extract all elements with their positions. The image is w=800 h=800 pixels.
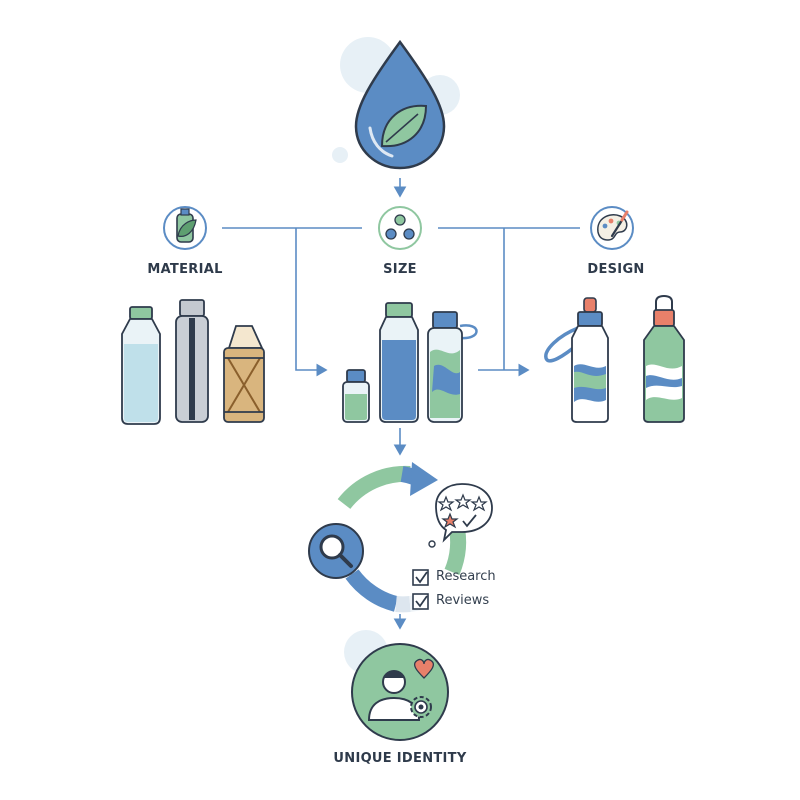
leaf-icon [380,104,428,148]
size-icon [378,206,422,250]
research-label: Research [436,569,496,584]
water-drop-icon [332,37,460,170]
user-icon [367,670,421,721]
pattern-bottle [427,311,478,423]
gear-icon [410,696,432,718]
review-bubble-icon [428,483,493,548]
star-icon [454,493,472,510]
size-label: SIZE [383,262,417,277]
reviews-checkbox [412,593,429,610]
material-label: MATERIAL [147,262,223,277]
outcome-label: UNIQUE IDENTITY [333,751,467,766]
tall-bottle [379,302,419,423]
star-icon [437,495,455,512]
small-bottle [342,369,370,423]
plastic-bottle [121,306,161,425]
research-checkbox [412,569,429,586]
star-icon [470,495,488,512]
magnifier-icon [308,523,364,579]
connector-lines [222,227,580,377]
design-label: DESIGN [587,262,645,277]
bamboo-bottle [223,325,265,423]
check-icon [462,514,477,528]
reviews-label: Reviews [436,593,490,608]
material-icon [163,206,207,250]
heart-icon [414,658,434,679]
strap-bottle [544,297,609,423]
wave-bottle [643,294,685,423]
identity-icon [344,630,449,741]
cycle-arrow-icon [410,462,438,496]
palette-icon [590,206,634,250]
star-icon [441,512,459,529]
research-cycle [308,462,493,613]
steel-bottle [175,299,209,423]
